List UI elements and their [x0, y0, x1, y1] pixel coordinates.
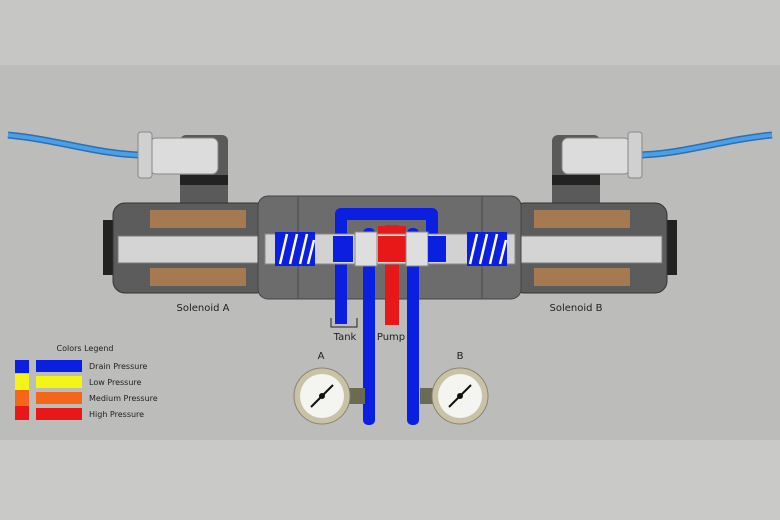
gauge-b-icon: [420, 367, 489, 425]
legend-item-low: Low Pressure: [15, 374, 142, 390]
port-a-line: [363, 228, 375, 425]
top-band: [0, 0, 780, 65]
coil-icon: [150, 210, 246, 228]
solenoid-a: [103, 202, 269, 294]
connector-left: [137, 131, 228, 210]
legend-item-medium: Medium Pressure: [15, 390, 158, 406]
legend-item-drain: Drain Pressure: [15, 360, 147, 373]
bottom-band: [0, 440, 780, 520]
svg-text:Drain Pressure: Drain Pressure: [89, 362, 147, 371]
legend-item-high: High Pressure: [15, 406, 144, 420]
legend-title: Colors Legend: [57, 344, 114, 353]
connector-right: [552, 131, 643, 210]
port-b-line: [407, 228, 419, 425]
port-a-label: A: [318, 351, 325, 362]
tank-label: Tank: [333, 332, 357, 343]
svg-text:High Pressure: High Pressure: [89, 410, 144, 419]
spring-right-icon: [467, 232, 508, 266]
colors-legend: Colors Legend Drain Pressure Low Pressur…: [15, 344, 158, 420]
spring-left-icon: [275, 232, 316, 266]
port-b-label: B: [457, 351, 464, 362]
svg-text:Medium Pressure: Medium Pressure: [89, 394, 158, 403]
solenoid-b: [511, 202, 677, 294]
pump-label: Pump: [377, 332, 405, 343]
solenoid-b-label: Solenoid B: [549, 303, 602, 314]
svg-text:Low Pressure: Low Pressure: [89, 378, 142, 387]
gauge-a-icon: [293, 367, 365, 425]
solenoid-a-label: Solenoid A: [177, 303, 230, 314]
tank-icon: [330, 318, 358, 328]
